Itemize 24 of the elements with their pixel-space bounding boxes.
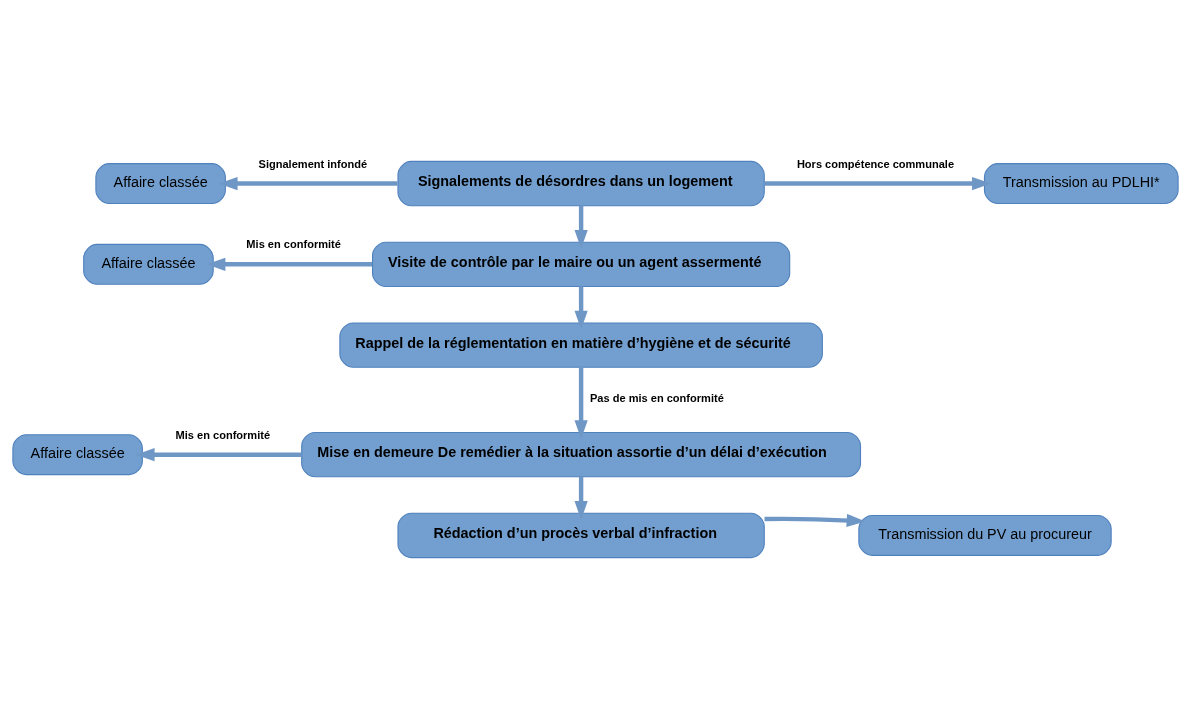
arrow <box>574 367 588 440</box>
node-box: Affaire classée <box>83 243 214 285</box>
edge-label: Mis en conformité <box>175 428 271 441</box>
node-box: Transmission au PDLHI* <box>983 163 1179 205</box>
arrow <box>574 286 588 330</box>
node-box: Rappel de la réglementation en matière d’hygiène et de sécurité <box>339 322 823 368</box>
arrow <box>218 176 398 191</box>
edge-label: Signalement infondé <box>258 157 368 170</box>
node-box: Rédaction d’un procès verbal d’infraction <box>397 512 765 559</box>
node-box: Transmission du PV au procureur <box>858 514 1112 556</box>
arrow <box>574 205 588 249</box>
arrow <box>574 476 588 520</box>
node-box: Signalements de désordres dans un logement <box>397 160 765 207</box>
edge-label: Hors compétence communale <box>796 157 955 170</box>
edge-label: Pas de mis en conformité <box>589 392 724 405</box>
node-box: Mise en demeure De remédier à la situation assortie d’un délai d’exécution <box>301 431 862 478</box>
arrow <box>135 448 302 462</box>
arrow <box>206 257 373 271</box>
node-box: Affaire classée <box>12 434 143 476</box>
node-box: Affaire classée <box>95 163 226 205</box>
node-box: Visite de contrôle par le maire ou un agent assermenté <box>371 241 791 288</box>
arrow <box>764 176 991 191</box>
arrow <box>764 513 866 528</box>
edge-label: Mis en conformité <box>246 238 341 251</box>
